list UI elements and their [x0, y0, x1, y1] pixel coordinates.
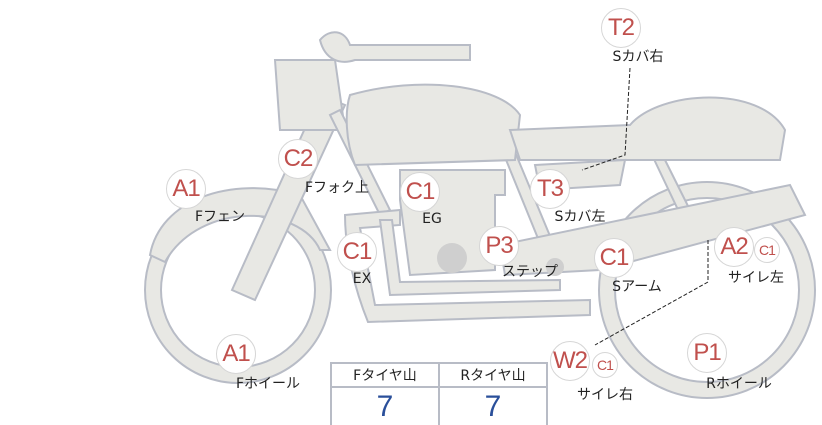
front-tread-value: 7 — [330, 386, 440, 425]
marker-label: Rホイール — [706, 376, 772, 392]
rear-tread-header: Rタイヤ山 — [438, 362, 548, 388]
marker-label: サイレ左 — [728, 270, 784, 286]
marker-code: P3 — [479, 226, 519, 266]
marker-label: Fフォク上 — [304, 180, 370, 196]
marker-subcode: C1 — [754, 237, 780, 263]
marker-label: EG — [422, 211, 442, 227]
marker-code: T2 — [601, 8, 641, 48]
marker-code: A1 — [216, 334, 256, 374]
marker-label: Sカバ左 — [554, 209, 606, 225]
marker-label: Sアーム — [612, 279, 662, 295]
marker-label: Fフェン — [194, 209, 246, 225]
marker-code: A1 — [166, 169, 206, 209]
marker-code: C1 — [337, 232, 377, 272]
marker-code: C1 — [400, 172, 440, 212]
marker-label: Sカバ右 — [612, 49, 664, 65]
rear-tread-value: 7 — [438, 386, 548, 425]
tire-tread-table: Fタイヤ山 Rタイヤ山 7 7 — [330, 362, 548, 425]
marker-label: ステップ — [502, 264, 558, 280]
marker-label: Fホイール — [235, 376, 301, 392]
front-tread-header: Fタイヤ山 — [330, 362, 440, 388]
marker-code: A2 — [714, 227, 754, 267]
marker-code: T3 — [530, 169, 570, 209]
marker-code: C1 — [594, 238, 634, 278]
marker-code: P1 — [687, 333, 727, 373]
marker-label: EX — [352, 271, 372, 287]
marker-subcode: C1 — [592, 352, 618, 378]
marker-code: C2 — [278, 139, 318, 179]
marker-label: サイレ右 — [577, 387, 633, 403]
marker-code: W2 — [550, 341, 590, 381]
